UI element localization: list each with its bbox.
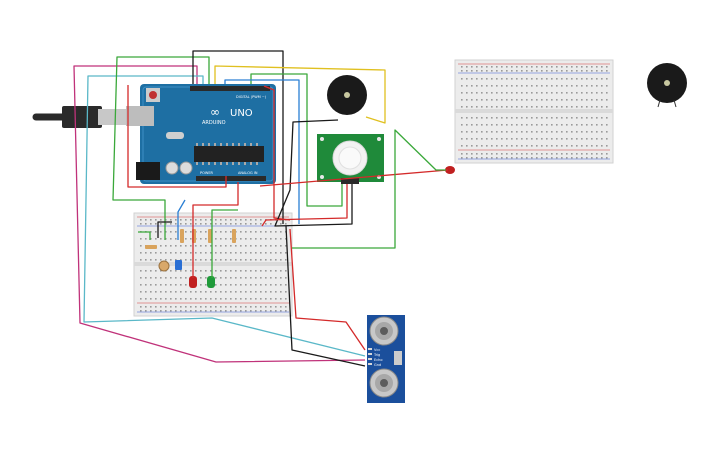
atmega-chip	[194, 146, 264, 162]
breadboard-holes	[461, 66, 608, 159]
usb-port	[126, 106, 154, 126]
analog-header	[196, 176, 266, 181]
arduino-model-label: UNO	[230, 108, 253, 119]
analog-header-label: ANALOG IN	[238, 171, 258, 175]
ultrasonic-pin-labels: Vcc Trig Echo Gnd	[373, 348, 383, 367]
pin-label-echo: Echo	[374, 358, 383, 362]
led-red-loose[interactable]	[445, 166, 455, 174]
arduino-pcb	[140, 84, 276, 184]
power-jack	[136, 162, 160, 180]
digital-header-label: DIGITAL (PWM ~)	[236, 95, 267, 99]
arduino-uno-board[interactable]: ∞ ARDUINO UNO DIGITAL (PWM ~) POWER ANAL…	[126, 84, 276, 184]
power-header-label: POWER	[200, 171, 214, 175]
capacitor	[165, 161, 179, 175]
pin-label-gnd: Gnd	[374, 363, 381, 367]
ultrasonic-sensor[interactable]: Vcc Trig Echo Gnd	[367, 315, 405, 403]
piezo-buzzer-2[interactable]	[647, 63, 687, 108]
pin-label-vcc: Vcc	[374, 348, 380, 352]
crystal	[166, 132, 184, 139]
led-green[interactable]	[207, 276, 215, 288]
potentiometer[interactable]	[175, 260, 182, 270]
pin-label-trig: Trig	[373, 353, 380, 357]
digital-header	[190, 86, 270, 91]
wires	[73, 50, 449, 367]
breadboard-holes	[140, 219, 287, 312]
piezo-buzzer[interactable]	[327, 75, 367, 115]
capacitor	[179, 161, 193, 175]
pir-motion-sensor[interactable]	[317, 134, 384, 184]
breadboard-right[interactable]	[454, 59, 614, 164]
usb-cable	[32, 106, 126, 128]
led-red[interactable]	[189, 276, 197, 288]
arduino-logo-mark: ∞	[210, 105, 220, 119]
photoresistor[interactable]	[158, 260, 170, 272]
arduino-brand-label: ARDUINO	[202, 120, 226, 126]
